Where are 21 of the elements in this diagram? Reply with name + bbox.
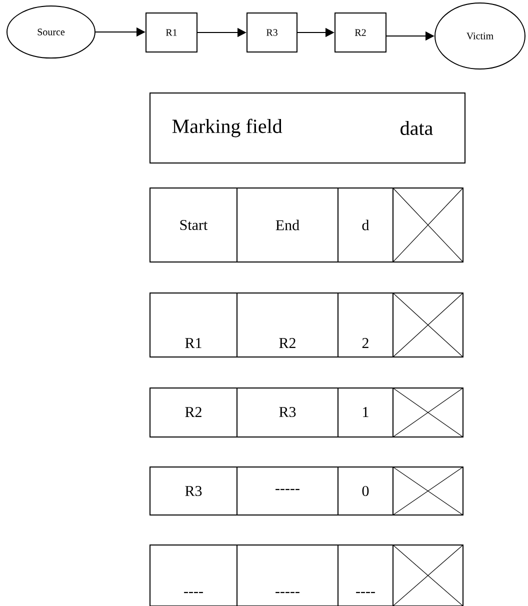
table-cell: R3	[150, 466, 238, 516]
router-box: R1	[146, 12, 198, 52]
table-cell: Start	[150, 188, 238, 262]
table-cell: R2	[150, 388, 238, 438]
table-cell: -----	[236, 466, 338, 516]
table-cell: R1	[150, 292, 238, 358]
table-cell: -----	[236, 544, 338, 606]
table-cell: R2	[236, 292, 338, 358]
table-cell: 1	[338, 388, 394, 438]
table-cell: d	[338, 188, 394, 262]
ellipse-node: Source	[6, 6, 96, 58]
table-cell: 2	[338, 292, 394, 358]
router-box: R3	[246, 12, 298, 52]
ellipse-node: Victim	[434, 2, 526, 70]
marking-field-box: Marking field data	[150, 92, 466, 164]
table-cell: ----	[338, 544, 394, 606]
table-cell: R3	[236, 388, 338, 438]
table-cell: End	[236, 188, 338, 262]
table-cell: ----	[150, 544, 238, 606]
router-box: R2	[334, 12, 386, 52]
table-cell: 0	[338, 466, 394, 516]
